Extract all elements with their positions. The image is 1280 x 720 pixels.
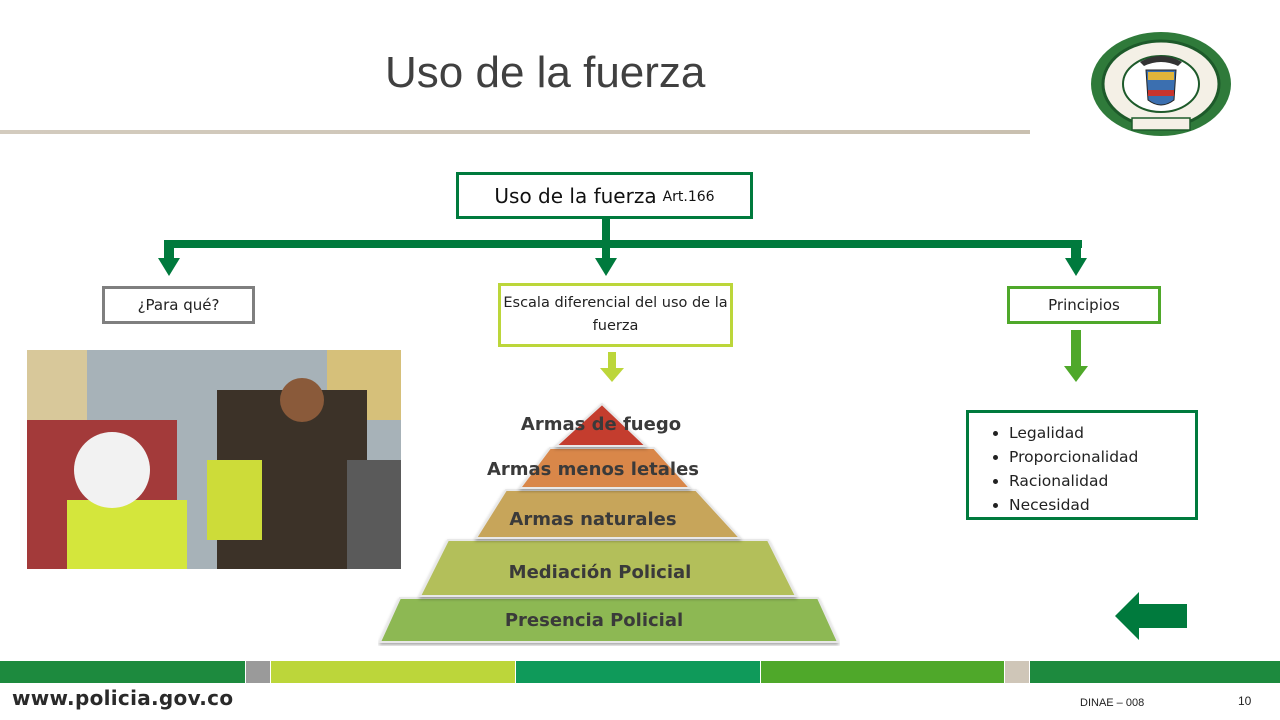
- pyramid-label-less-lethal: Armas menos letales: [486, 459, 700, 480]
- footer-stripe-2: [246, 661, 270, 683]
- article-reference: Art.166: [662, 188, 715, 205]
- pyramid-label-presence: Presencia Policial: [504, 610, 684, 631]
- footer-url: www.policia.gov.co: [12, 686, 234, 710]
- arrow-down-right-icon: [1065, 258, 1087, 276]
- footer-code: DINAE – 008: [1080, 697, 1145, 709]
- slide-title: Uso de la fuerza: [385, 48, 706, 97]
- arrow-down-left-icon: [158, 258, 180, 276]
- list-item: Necesidad: [1009, 493, 1195, 517]
- footer-stripe-6: [1005, 661, 1029, 683]
- footer-stripe-5: [761, 661, 1004, 683]
- pyramid-level-natural: [474, 489, 743, 539]
- pyramid-label-mediation: Mediación Policial: [508, 562, 692, 583]
- use-of-force-box: Uso de la fuerza Art.166: [456, 172, 753, 219]
- connector-right-drop: [1071, 240, 1081, 262]
- footer-stripe-1: [0, 661, 245, 683]
- list-item: Legalidad: [1009, 421, 1195, 445]
- footer-stripe-3: [271, 661, 515, 683]
- connector-horizontal: [164, 240, 1082, 248]
- police-photo: [27, 350, 401, 569]
- connector-stem: [602, 218, 610, 246]
- top-box-title: Uso de la fuerza: [494, 183, 657, 208]
- arrow-down-scale-icon: [600, 352, 624, 382]
- pyramid-label-natural: Armas naturales: [509, 509, 677, 530]
- back-arrow-icon[interactable]: [1115, 592, 1187, 640]
- pyramid-level-firearms: [553, 402, 649, 447]
- page-number: 10: [1238, 694, 1252, 708]
- arrow-down-middle-icon: [595, 258, 617, 276]
- footer-stripe-4: [516, 661, 760, 683]
- footer-stripe-7: [1030, 661, 1280, 683]
- title-underline: [0, 130, 1030, 134]
- scale-box: Escala diferencial del uso de la fuerza: [498, 283, 733, 347]
- pyramid-level-mediation: [418, 539, 798, 597]
- pyramid-label-firearms: Armas de fuego: [520, 414, 682, 435]
- police-emblem-icon: [1091, 32, 1231, 136]
- principles-list: Legalidad Proporcionalidad Racionalidad …: [966, 410, 1198, 520]
- list-item: Racionalidad: [1009, 469, 1195, 493]
- pyramid-level-presence: [378, 597, 840, 643]
- force-scale-pyramid: [378, 402, 840, 643]
- principles-box: Principios: [1007, 286, 1161, 324]
- connector-mid-drop: [602, 240, 610, 262]
- arrow-down-principles-icon: [1064, 330, 1088, 382]
- purpose-box: ¿Para qué?: [102, 286, 255, 324]
- connector-left-drop: [164, 240, 174, 262]
- pyramid-level-less-lethal: [518, 447, 693, 489]
- list-item: Proporcionalidad: [1009, 445, 1195, 469]
